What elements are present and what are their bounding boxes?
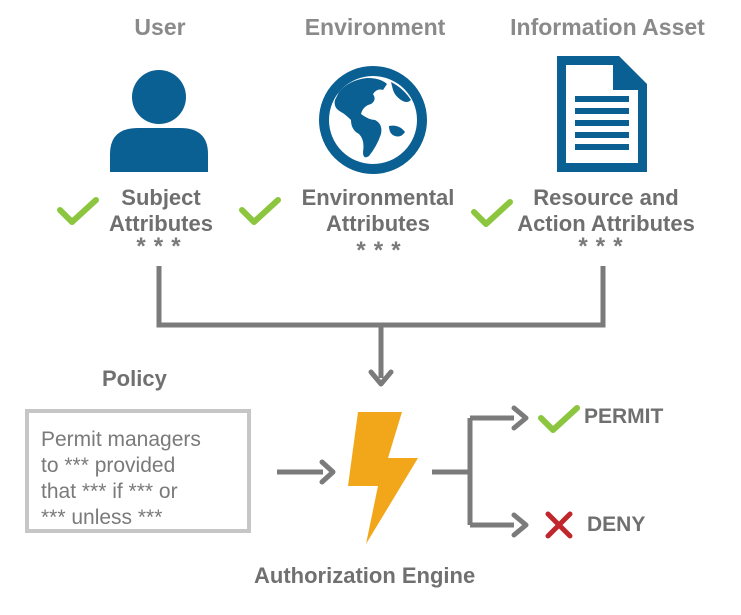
- environmental-stars: ***: [353, 240, 407, 267]
- resource-stars: ***: [575, 236, 629, 263]
- globe-icon: [319, 66, 427, 174]
- environmental-attributes-label: Environmental Attributes: [284, 185, 472, 237]
- policy-line-2: to *** provided: [41, 454, 176, 477]
- policy-arrow-head: [319, 459, 336, 485]
- resource-attributes-line2: Action Attributes: [517, 211, 695, 236]
- resource-attributes-line1: Resource and: [533, 185, 679, 210]
- lightning-icon: [348, 412, 418, 544]
- resource-attributes-label: Resource and Action Attributes: [500, 185, 712, 237]
- environmental-attributes-line1: Environmental: [301, 185, 455, 210]
- policy-line-3: that *** if *** or: [41, 480, 178, 503]
- subject-attributes-label: Subject Attributes: [96, 185, 226, 237]
- policy-label: Policy: [102, 366, 167, 391]
- policy-line-4: *** unless ***: [41, 506, 163, 529]
- subject-attributes-line2: Attributes: [109, 211, 213, 236]
- header-user: User: [134, 14, 186, 40]
- check-icon-environmental: [239, 197, 281, 225]
- check-icon-resource: [471, 199, 513, 227]
- merge-connector: [156, 266, 606, 328]
- deny-x-icon: [545, 511, 573, 539]
- permit-check-icon: [538, 405, 580, 433]
- split-connector: [432, 415, 514, 528]
- subject-stars: ***: [133, 236, 187, 263]
- policy-line-1: Permit managers: [41, 428, 201, 451]
- deny-arrow-head: [511, 512, 529, 538]
- deny-label: DENY: [587, 513, 646, 536]
- permit-label: PERMIT: [584, 405, 664, 428]
- header-environment: Environment: [304, 14, 446, 40]
- permit-arrow-head: [511, 405, 529, 431]
- document-icon: [557, 56, 647, 172]
- header-information-asset: Information Asset: [510, 14, 705, 40]
- user-icon: [110, 70, 208, 172]
- policy-box: Permit managers to *** provided that ***…: [25, 409, 251, 533]
- environmental-attributes-line2: Attributes: [326, 211, 430, 236]
- subject-attributes-line1: Subject: [121, 185, 201, 210]
- authorization-engine-label: Authorization Engine: [254, 563, 476, 588]
- down-arrow-head: [368, 369, 394, 387]
- check-icon-subject: [57, 197, 99, 225]
